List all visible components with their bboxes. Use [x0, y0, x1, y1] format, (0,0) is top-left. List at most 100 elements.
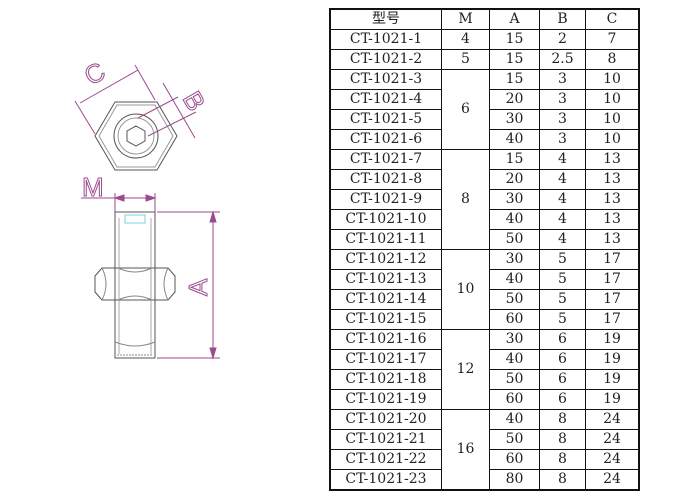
- cell-a: 30: [489, 249, 540, 270]
- cell-b: 4: [539, 229, 586, 250]
- cell-m: 16: [441, 409, 490, 491]
- cell-c: 17: [585, 289, 640, 310]
- cell-a: 15: [489, 149, 540, 170]
- bolt-shaft: [114, 211, 156, 359]
- cell-a: 15: [489, 49, 540, 70]
- cell-m: 12: [441, 329, 490, 410]
- cell-c: 8: [585, 49, 640, 70]
- cell-c: 7: [585, 29, 640, 50]
- cell-b: 4: [539, 149, 586, 170]
- cell-b: 8: [539, 429, 586, 450]
- cell-b: 3: [539, 109, 586, 130]
- cell-a: 15: [489, 29, 540, 50]
- cell-a: 30: [489, 329, 540, 350]
- cell-model: CT-1021-8: [329, 169, 442, 190]
- cell-c: 17: [585, 309, 640, 330]
- cell-b: 6: [539, 349, 586, 370]
- cell-c: 24: [585, 469, 640, 491]
- cell-model: CT-1021-10: [329, 209, 442, 230]
- cell-b: 3: [539, 129, 586, 150]
- cell-c: 19: [585, 389, 640, 410]
- side-dimensions: [81, 193, 220, 360]
- washer-inner-circle: [117, 117, 155, 155]
- cell-model: CT-1021-17: [329, 349, 442, 370]
- cell-b: 8: [539, 449, 586, 470]
- cell-model: CT-1021-5: [329, 109, 442, 130]
- cell-c: 24: [585, 409, 640, 430]
- cell-a: 40: [489, 269, 540, 290]
- cell-model: CT-1021-4: [329, 89, 442, 110]
- cell-c: 13: [585, 149, 640, 170]
- cell-model: CT-1021-15: [329, 309, 442, 330]
- column-header-c: C: [585, 8, 640, 30]
- dimension-label-b: B: [177, 86, 212, 116]
- cell-a: 50: [489, 429, 540, 450]
- cell-model: CT-1021-2: [329, 49, 442, 70]
- cell-model: CT-1021-9: [329, 189, 442, 210]
- cell-c: 10: [585, 129, 640, 150]
- hex-inner-outline: [98, 104, 174, 168]
- dimension-label-m: M: [82, 172, 104, 202]
- cell-m: 8: [441, 149, 490, 250]
- cell-model: CT-1021-16: [329, 329, 442, 350]
- hex-outline: [94, 101, 178, 171]
- socket-hex-icon: [126, 125, 146, 147]
- cell-c: 19: [585, 369, 640, 390]
- cell-c: 17: [585, 269, 640, 290]
- cell-model: CT-1021-12: [329, 249, 442, 270]
- cell-b: 5: [539, 309, 586, 330]
- cell-a: 60: [489, 389, 540, 410]
- cell-model: CT-1021-19: [329, 389, 442, 410]
- cell-b: 4: [539, 189, 586, 210]
- cell-model: CT-1021-21: [329, 429, 442, 450]
- cell-model: CT-1021-1: [329, 29, 442, 50]
- cell-c: 17: [585, 249, 640, 270]
- cell-c: 13: [585, 209, 640, 230]
- cell-c: 13: [585, 189, 640, 210]
- cell-m: 5: [441, 49, 490, 70]
- cell-b: 3: [539, 69, 586, 90]
- cell-c: 24: [585, 449, 640, 470]
- cell-b: 6: [539, 369, 586, 390]
- column-header-model: 型号: [329, 8, 442, 30]
- cell-c: 19: [585, 349, 640, 370]
- cell-a: 15: [489, 69, 540, 90]
- cell-a: 50: [489, 289, 540, 310]
- cell-model: CT-1021-18: [329, 369, 442, 390]
- cell-a: 30: [489, 189, 540, 210]
- cell-c: 13: [585, 169, 640, 190]
- hex-nut: [94, 267, 176, 301]
- cell-b: 8: [539, 469, 586, 491]
- cell-model: CT-1021-6: [329, 129, 442, 150]
- cell-m: 4: [441, 29, 490, 50]
- cell-b: 2.5: [539, 49, 586, 70]
- cell-a: 50: [489, 229, 540, 250]
- cell-a: 20: [489, 89, 540, 110]
- cell-a: 50: [489, 369, 540, 390]
- washer-circle: [113, 113, 159, 159]
- cell-c: 13: [585, 229, 640, 250]
- cell-a: 40: [489, 129, 540, 150]
- cell-a: 40: [489, 349, 540, 370]
- cell-model: CT-1021-13: [329, 269, 442, 290]
- cell-a: 40: [489, 209, 540, 230]
- cell-c: 10: [585, 109, 640, 130]
- cell-b: 3: [539, 89, 586, 110]
- cell-b: 6: [539, 329, 586, 350]
- cell-model: CT-1021-20: [329, 409, 442, 430]
- cell-model: CT-1021-22: [329, 449, 442, 470]
- socket-hint: [124, 214, 146, 224]
